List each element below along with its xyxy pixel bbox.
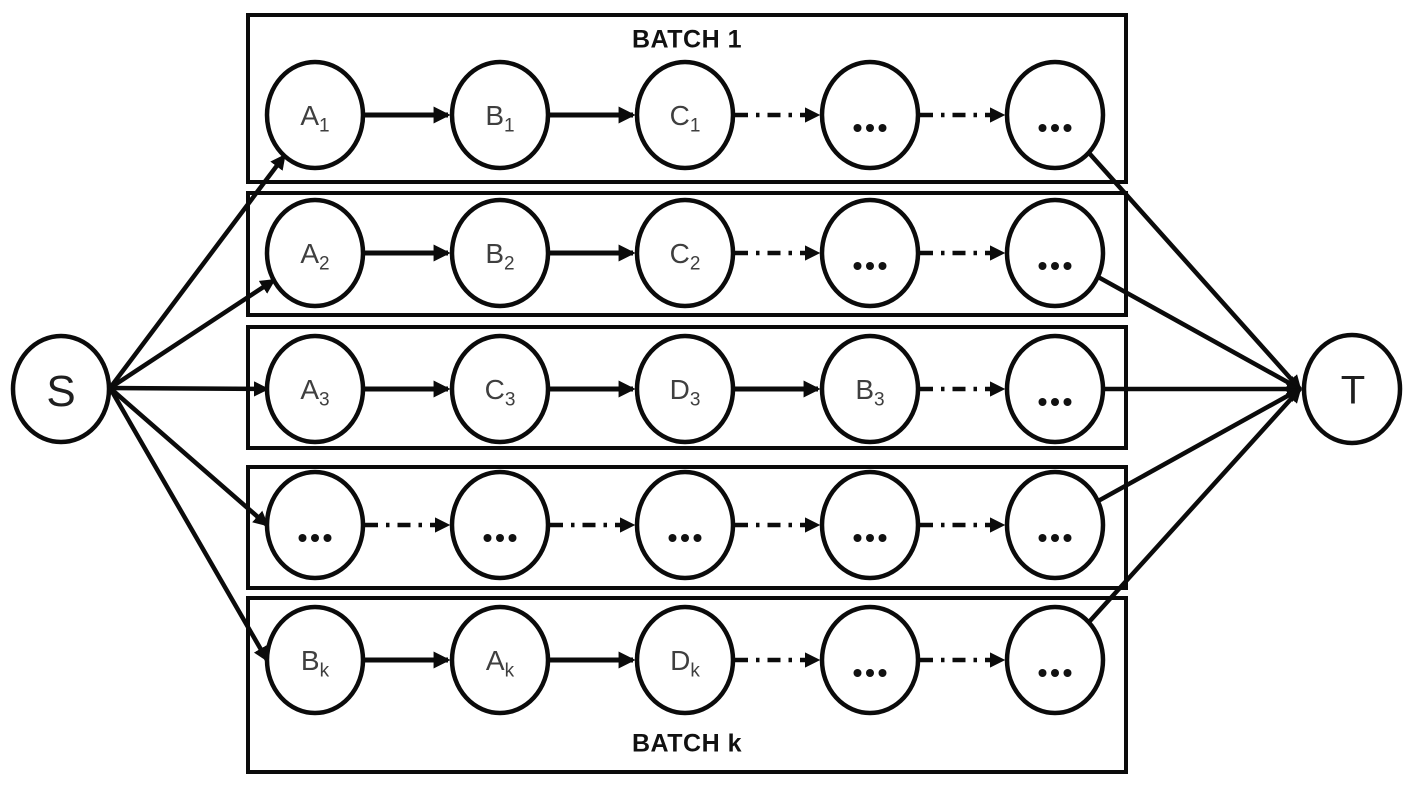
node-label-dk: Dk — [670, 645, 700, 682]
graph-node-a1 — [264, 59, 366, 171]
graph-node-dots — [819, 604, 921, 716]
ellipsis-dot — [496, 534, 504, 542]
node-label-ak: Ak — [485, 645, 515, 682]
node-label-b3: B3 — [855, 374, 885, 411]
ellipsis-dot — [483, 534, 492, 542]
node-label-b2: B2 — [485, 238, 515, 275]
ellipsis-dot — [668, 534, 677, 542]
graph-node-dots — [1004, 197, 1106, 309]
ellipsis-dot — [508, 534, 517, 542]
ellipsis-dot — [1051, 534, 1059, 542]
graph-node-ak — [449, 604, 551, 716]
ellipsis-dot — [853, 124, 862, 132]
graph-node-dots — [819, 197, 921, 309]
ellipsis-dot — [853, 534, 862, 542]
source-node — [10, 333, 112, 445]
node-label-a2: A2 — [300, 238, 330, 275]
sink-node — [1301, 332, 1403, 446]
batch-box-4 — [246, 465, 1128, 590]
sink-node-label: T — [1340, 368, 1366, 413]
graph-node-dots — [1004, 59, 1106, 171]
node-label-b1: B1 — [485, 100, 515, 137]
ellipsis-dot — [1063, 262, 1072, 270]
graph-node-dots — [819, 59, 921, 171]
source-node-label: S — [46, 367, 76, 416]
batch-1-label: BATCH 1 — [632, 25, 742, 54]
ellipsis-dot — [1038, 262, 1047, 270]
ellipsis-dot — [866, 124, 874, 132]
ellipsis-dot — [1051, 669, 1059, 677]
ellipsis-dot — [1038, 669, 1047, 677]
batch-box-1 — [246, 13, 1128, 184]
ellipsis-dot — [853, 262, 862, 270]
ellipsis-dot — [878, 534, 887, 542]
ellipsis-dot — [1051, 124, 1059, 132]
ellipsis-dot — [1051, 262, 1059, 270]
node-label-c3: C3 — [484, 374, 516, 411]
graph-node-c2 — [634, 197, 736, 309]
edge-row-5-to-sink — [1087, 387, 1302, 624]
graph-node-dots — [1004, 469, 1106, 581]
edge-source-to-row-5 — [108, 386, 269, 662]
edge-source-to-row-2 — [108, 278, 276, 390]
graph-node-dots — [819, 469, 921, 581]
node-label-a3: A3 — [300, 374, 330, 411]
graph-node-dots — [449, 469, 551, 581]
edge-row-1-to-sink — [1087, 151, 1302, 391]
edge-row-2-to-sink — [1096, 274, 1303, 391]
edge-row-4-to-sink — [1096, 387, 1303, 504]
node-label-c1: C1 — [669, 100, 701, 137]
ellipsis-dot — [866, 669, 874, 677]
ellipsis-dot — [693, 534, 702, 542]
ellipsis-dot — [878, 124, 887, 132]
batch-box-2 — [246, 191, 1128, 317]
graph-node-bk — [264, 604, 366, 716]
ellipsis-dot — [1051, 398, 1059, 406]
graph-node-dots — [634, 469, 736, 581]
graph-node-b3 — [819, 333, 921, 445]
graph-node-dots — [1004, 604, 1106, 716]
ellipsis-dot — [311, 534, 319, 542]
graph-node-dk — [634, 604, 736, 716]
graph-node-a3 — [264, 333, 366, 445]
graph-node-a2 — [264, 197, 366, 309]
ellipsis-dot — [878, 262, 887, 270]
ellipsis-dot — [1063, 669, 1072, 677]
ellipsis-dot — [853, 669, 862, 677]
ellipsis-dot — [866, 262, 874, 270]
edge-source-to-row-4 — [108, 386, 269, 527]
batch-k-label: BATCH k — [632, 729, 742, 758]
ellipsis-dot — [878, 669, 887, 677]
ellipsis-dot — [1038, 534, 1047, 542]
graph-node-dots — [264, 469, 366, 581]
ellipsis-dot — [1038, 398, 1047, 406]
node-label-a1: A1 — [300, 100, 330, 137]
node-label-c2: C2 — [669, 238, 701, 275]
graph-node-b1 — [449, 59, 551, 171]
edge-source-to-row-3 — [109, 381, 270, 397]
graph-node-c1 — [634, 59, 736, 171]
ellipsis-dot — [1063, 398, 1072, 406]
edge-source-to-row-1 — [108, 153, 287, 390]
ellipsis-dot — [866, 534, 874, 542]
graph-node-c3 — [449, 333, 551, 445]
ellipsis-dot — [1038, 124, 1047, 132]
ellipsis-dot — [1063, 124, 1072, 132]
graph-node-b2 — [449, 197, 551, 309]
node-label-d3: D3 — [669, 374, 701, 411]
ellipsis-dot — [323, 534, 332, 542]
node-label-bk: Bk — [300, 645, 330, 682]
ellipsis-dot — [298, 534, 307, 542]
ellipsis-dot — [1063, 534, 1072, 542]
graph-node-d3 — [634, 333, 736, 445]
batch-box-5 — [246, 596, 1128, 774]
graph-node-dots — [1004, 333, 1106, 445]
ellipsis-dot — [681, 534, 689, 542]
